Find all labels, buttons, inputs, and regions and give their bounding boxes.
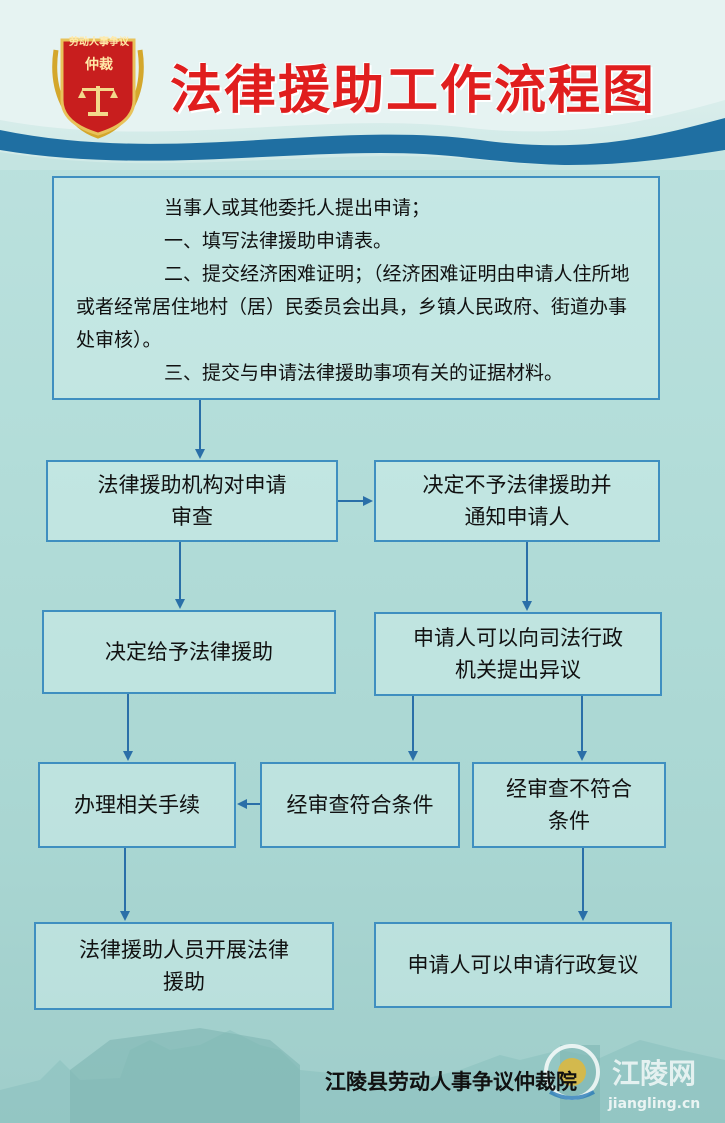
page-title: 法律援助工作流程图 xyxy=(170,60,657,121)
footer-organization: 江陵县劳动人事争议仲裁院 xyxy=(325,1069,577,1094)
intro-line-4: 三、提交与申请法律援助事项有关的证据材料。 xyxy=(164,362,564,384)
watermark-logo-icon xyxy=(544,1044,600,1100)
node-deny-text: 决定不予法律援助并通知申请人 xyxy=(422,473,612,529)
building-skyline xyxy=(0,1028,725,1123)
node-procedures-text: 办理相关手续 xyxy=(74,793,200,817)
node-unqualified: 经审查不符合条件 xyxy=(472,762,666,848)
node-qualified-text: 经审查符合条件 xyxy=(286,793,434,817)
node-review: 法律援助机构对申请审查 xyxy=(46,460,338,542)
node-procedures: 办理相关手续 xyxy=(38,762,236,848)
arbitration-badge-icon xyxy=(52,38,144,139)
node-reconsideration-text: 申请人可以申请行政复议 xyxy=(407,953,639,977)
node-grant: 决定给予法律援助 xyxy=(42,610,336,694)
node-objection-text: 申请人可以向司法行政机关提出异议 xyxy=(413,626,623,682)
intro-line-3: 二、提交经济困难证明；（经济困难证明由申请人住所地或者经常居住地村（居）民委员会… xyxy=(76,263,630,351)
watermark-en: jiangling.cn xyxy=(608,1096,701,1112)
node-unqualified-text: 经审查不符合条件 xyxy=(506,777,632,833)
node-carry-out-text: 法律援助人员开展法律援助 xyxy=(79,938,289,994)
node-reconsideration: 申请人可以申请行政复议 xyxy=(374,922,672,1008)
intro-box: 当事人或其他委托人提出申请； 一、填写法律援助申请表。 二、提交经济困难证明；（… xyxy=(52,176,660,400)
badge-mid-text: 仲裁 xyxy=(85,57,113,73)
node-qualified: 经审查符合条件 xyxy=(260,762,460,848)
node-review-text: 法律援助机构对申请审查 xyxy=(97,473,287,529)
intro-line-1: 当事人或其他委托人提出申请； xyxy=(164,197,431,219)
intro-line-2: 一、填写法律援助申请表。 xyxy=(164,230,393,252)
watermark-cn: 江陵网 xyxy=(612,1057,697,1090)
node-objection: 申请人可以向司法行政机关提出异议 xyxy=(374,612,662,696)
badge-top-text: 劳动人事争议 xyxy=(69,37,129,48)
node-deny: 决定不予法律援助并通知申请人 xyxy=(374,460,660,542)
header-wave xyxy=(0,0,725,170)
node-carry-out: 法律援助人员开展法律援助 xyxy=(34,922,334,1010)
node-grant-text: 决定给予法律援助 xyxy=(105,640,273,664)
